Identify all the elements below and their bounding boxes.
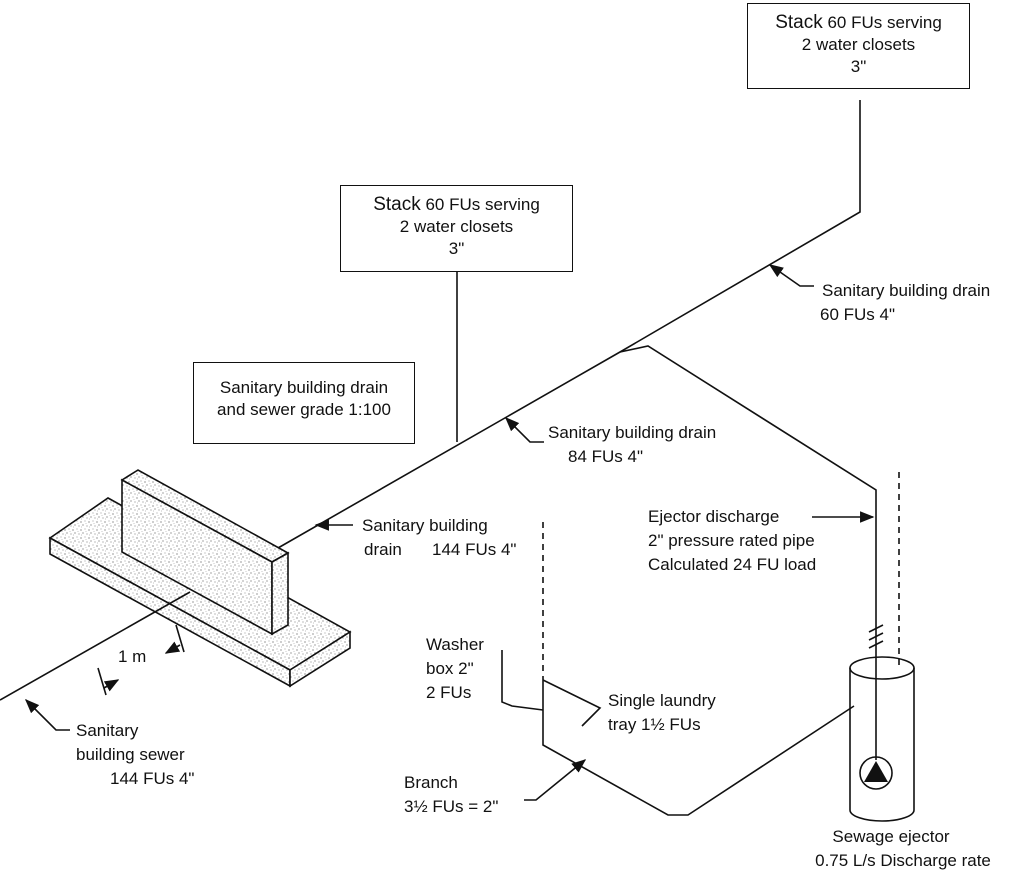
drain-84-line2: 84 FUs 4" bbox=[568, 447, 644, 466]
ejector-discharge-line1: Ejector discharge bbox=[648, 507, 780, 526]
ejector-line1: Sewage ejector bbox=[832, 827, 950, 846]
ejector-discharge-line3: Calculated 24 FU load bbox=[648, 555, 817, 574]
check-valve-icon bbox=[868, 624, 884, 649]
laundry-tray-pipe bbox=[542, 679, 602, 727]
ejector-pump-icon bbox=[859, 756, 893, 790]
sewage-ejector-pit bbox=[849, 656, 915, 822]
branch-line1: Branch bbox=[404, 773, 458, 792]
grade-note-line2: and sewer grade 1:100 bbox=[217, 400, 391, 419]
dimension-marker bbox=[97, 624, 185, 696]
stack-right-line3: 3" bbox=[850, 57, 867, 76]
drain-144-line1: Sanitary building bbox=[362, 516, 488, 535]
drain-144-line2: drain bbox=[364, 540, 402, 559]
branch-pipe bbox=[542, 680, 855, 816]
stack-left-line3: 3" bbox=[448, 239, 465, 258]
dimension-label: 1 m bbox=[118, 646, 147, 668]
stack-left-rest: 60 FUs serving bbox=[425, 195, 540, 214]
ejector-line2: 0.75 L/s Discharge rate bbox=[815, 851, 991, 870]
grade-note-line1: Sanitary building drain bbox=[219, 378, 389, 397]
leader-sewer bbox=[24, 698, 70, 731]
leader-drain-84 bbox=[504, 416, 544, 443]
drain-84-line1: Sanitary building drain bbox=[548, 423, 717, 442]
ejector-discharge-pipe bbox=[619, 345, 877, 760]
washer-box-pipe bbox=[501, 650, 544, 711]
stack-right-rest: 60 FUs serving bbox=[827, 13, 942, 32]
building-sewer-pipe bbox=[0, 591, 191, 701]
foundation-wall bbox=[48, 469, 352, 688]
laundry-line1: Single laundry bbox=[608, 691, 716, 710]
drain-60-line1: Sanitary building drain bbox=[822, 281, 991, 300]
building-drain-pipe bbox=[277, 100, 861, 549]
stack-left-box: Stack 60 FUs serving 2 water closets 3" bbox=[340, 185, 573, 272]
pump-triangle-icon bbox=[864, 761, 888, 782]
ejector-discharge-line2: 2" pressure rated pipe bbox=[648, 531, 815, 550]
washer-line1: Washer bbox=[426, 635, 484, 654]
stack-right-box: Stack 60 FUs serving 2 water closets 3" bbox=[747, 3, 970, 89]
stack-right-word: Stack bbox=[775, 12, 823, 33]
grade-note-box: Sanitary building drain and sewer grade … bbox=[193, 362, 415, 444]
stack-left-word: Stack bbox=[373, 194, 421, 215]
sewer-line1: Sanitary bbox=[76, 721, 139, 740]
stack-right-line2: 2 water closets bbox=[801, 35, 916, 54]
sewer-line2: building sewer bbox=[76, 745, 185, 764]
drain-144-line2b: 144 FUs 4" bbox=[432, 540, 517, 559]
laundry-line2: tray 1½ FUs bbox=[608, 715, 701, 734]
washer-line3: 2 FUs bbox=[426, 683, 472, 702]
washer-line2: box 2" bbox=[426, 659, 474, 678]
branch-line2: 3½ FUs = 2" bbox=[404, 797, 499, 816]
leader-drain-60 bbox=[768, 264, 814, 287]
sewer-line3: 144 FUs 4" bbox=[110, 769, 195, 788]
stack-left-line2: 2 water closets bbox=[399, 217, 514, 236]
drain-60-line2: 60 FUs 4" bbox=[820, 305, 896, 324]
leader-branch bbox=[524, 759, 587, 801]
